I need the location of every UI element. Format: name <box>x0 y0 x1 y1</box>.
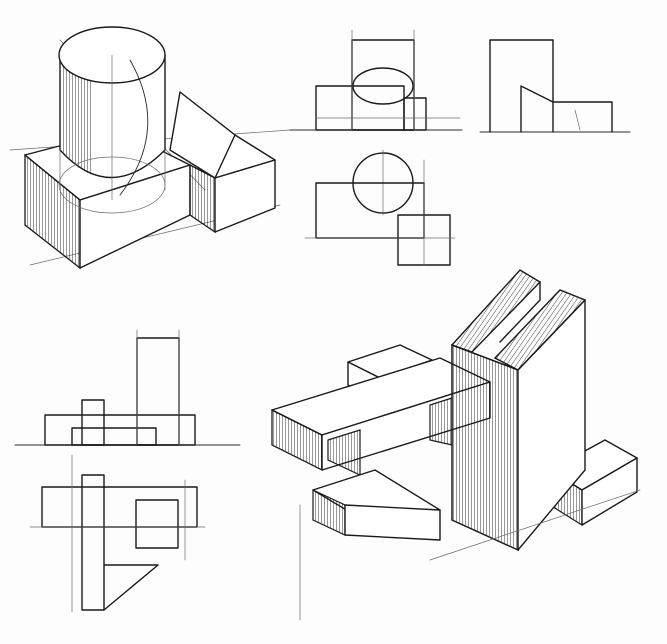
top-left-perspective-cylinder <box>9 26 291 270</box>
top-right-orthographic-views <box>289 29 631 266</box>
bottom-right-perspective-assembly <box>271 269 641 621</box>
bottom-left-orthographic-views <box>14 329 241 613</box>
